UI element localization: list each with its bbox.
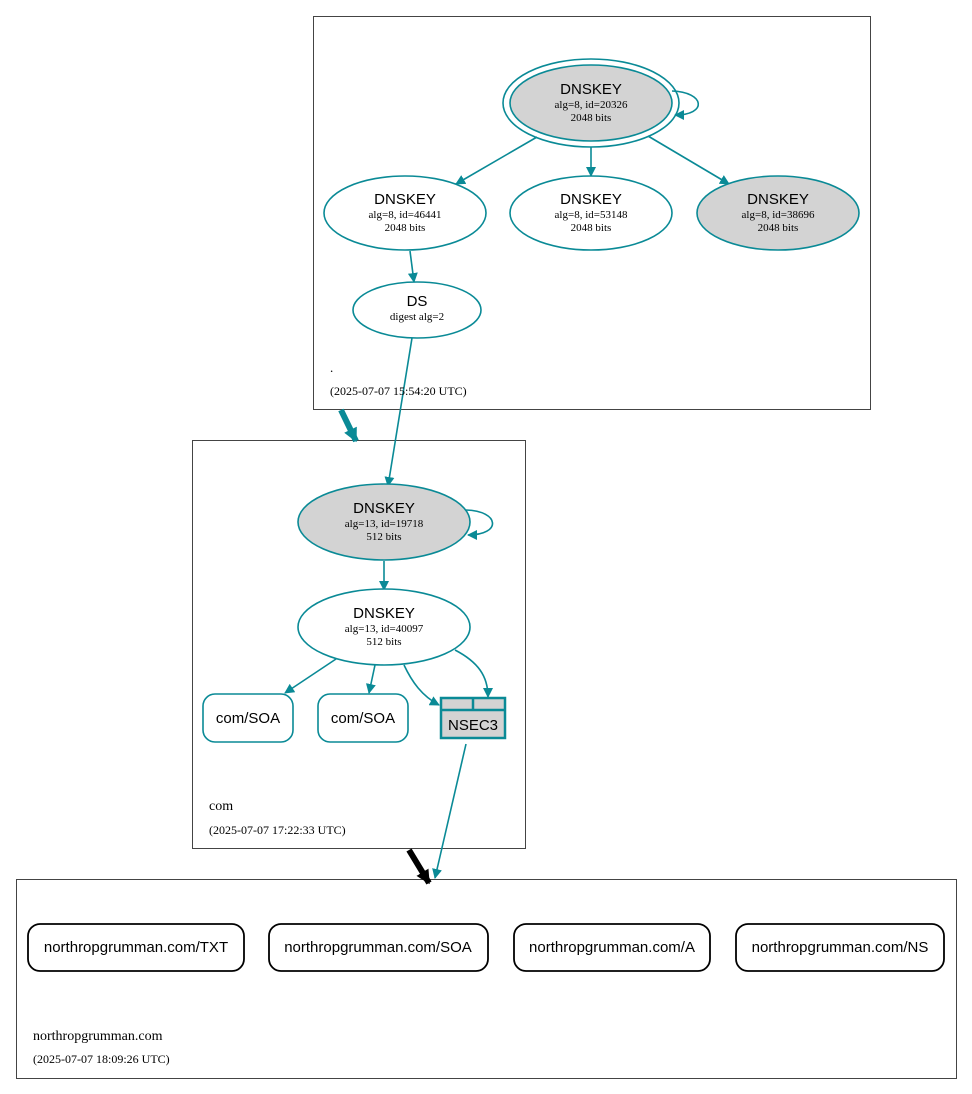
edge-zsk-to-nsec3-a [403, 664, 440, 706]
node-detail: alg=8, id=38696 [742, 209, 815, 221]
node-detail: 2048 bits [571, 112, 612, 124]
node-ng-txt: northropgrumman.com/TXT [27, 923, 245, 972]
edge-nsec3-to-northrop [432, 743, 467, 879]
edge-ksk-to-zsk3 [647, 135, 730, 185]
node-ng-soa: northropgrumman.com/SOA [268, 923, 489, 972]
node-root-zsk3: DNSKEY alg=8, id=38696 2048 bits [696, 175, 860, 251]
node-title: DNSKEY [374, 191, 436, 208]
node-com-soa-1: com/SOA [202, 693, 294, 743]
edge-com-ksk-self [465, 509, 494, 540]
node-detail: alg=8, id=20326 [555, 99, 628, 111]
node-detail: alg=13, id=40097 [345, 623, 424, 635]
zone-northrop-timestamp: (2025-07-07 18:09:26 UTC) [33, 1052, 170, 1066]
node-com-ksk: DNSKEY alg=13, id=19718 512 bits [297, 483, 471, 561]
node-detail: 2048 bits [385, 222, 426, 234]
node-detail: 512 bits [366, 531, 401, 543]
node-detail: 2048 bits [758, 222, 799, 234]
zone-root-name: . [330, 360, 333, 375]
node-detail: alg=8, id=46441 [369, 209, 442, 221]
edge-ds-to-com-ksk [384, 337, 413, 487]
node-label: com/SOA [331, 710, 395, 727]
node-title: DNSKEY [560, 191, 622, 208]
node-label: northropgrumman.com/TXT [44, 939, 228, 956]
node-ng-ns: northropgrumman.com/NS [735, 923, 945, 972]
node-title: DNSKEY [353, 605, 415, 622]
zone-northrop-box [16, 879, 957, 1079]
node-com-nsec3: NSEC3 [439, 696, 507, 740]
node-detail: alg=8, id=53148 [555, 209, 628, 221]
edge-root-ksk-self [671, 90, 700, 120]
node-root-zsk2: DNSKEY alg=8, id=53148 2048 bits [509, 175, 673, 251]
node-detail: 512 bits [366, 636, 401, 648]
node-detail: digest alg=2 [390, 311, 444, 323]
node-ng-a: northropgrumman.com/A [513, 923, 711, 972]
zone-northrop-name: northropgrumman.com [33, 1029, 163, 1044]
node-title: DNSKEY [560, 81, 622, 98]
zone-root-box [313, 16, 871, 410]
node-detail: alg=13, id=19718 [345, 518, 424, 530]
edge-ksk-to-zsk1 [455, 136, 538, 185]
node-detail: 2048 bits [571, 222, 612, 234]
zone-com-name: com [209, 799, 233, 814]
node-root-ksk: DNSKEY alg=8, id=20326 2048 bits [502, 58, 680, 148]
edge-zsk-to-soa1 [284, 658, 337, 694]
node-label: northropgrumman.com/SOA [284, 939, 472, 956]
edge-zsk1-to-ds [407, 250, 418, 283]
delegation-com-to-northrop [406, 848, 432, 885]
node-title: DNSKEY [747, 191, 809, 208]
node-root-ds: DS digest alg=2 [352, 281, 482, 339]
zone-com-box [192, 440, 526, 849]
edge-zsk-to-nsec3-b [454, 649, 493, 698]
node-label: NSEC3 [448, 717, 498, 734]
edge-zsk-to-soa2 [365, 664, 376, 694]
zone-root-timestamp: (2025-07-07 15:54:20 UTC) [330, 384, 467, 398]
zone-com-timestamp: (2025-07-07 17:22:33 UTC) [209, 823, 346, 837]
node-com-soa-2: com/SOA [317, 693, 409, 743]
node-root-zsk1: DNSKEY alg=8, id=46441 2048 bits [323, 175, 487, 251]
node-label: northropgrumman.com/A [529, 939, 695, 956]
node-title: DNSKEY [353, 500, 415, 517]
node-title: DS [407, 293, 428, 310]
node-label: northropgrumman.com/NS [752, 939, 929, 956]
node-com-zsk: DNSKEY alg=13, id=40097 512 bits [297, 588, 471, 666]
node-label: com/SOA [216, 710, 280, 727]
delegation-root-to-com [338, 408, 359, 443]
